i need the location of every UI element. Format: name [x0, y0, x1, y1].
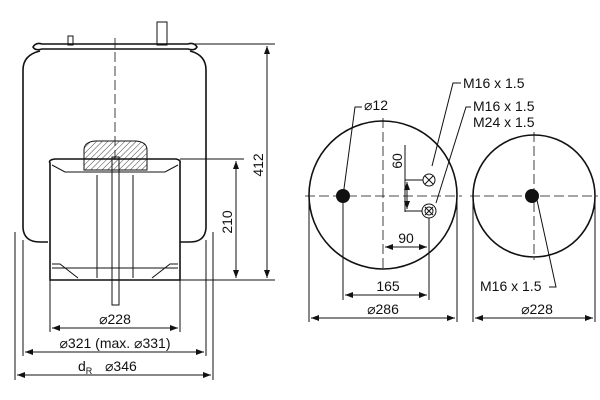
thread-label-3: M24 x 1.5: [473, 114, 535, 130]
dim-dia-228-base: ⌀228: [521, 301, 553, 317]
hole-dia-label: ⌀12: [364, 97, 388, 113]
piston: [48, 158, 181, 281]
bottom-view: M16 x 1.5 ⌀228: [470, 132, 598, 322]
bellow-outline: [22, 50, 207, 243]
dim-60: 60: [389, 153, 405, 169]
bump-stop: [83, 140, 148, 171]
base-stud-hole: [525, 189, 539, 203]
dim-dia-286: ⌀286: [367, 301, 399, 317]
dim-dr: dR: [78, 358, 93, 376]
dim-210: 210: [219, 210, 235, 234]
thread-label-2: M16 x 1.5: [473, 98, 535, 114]
air-connection-symbol: [422, 173, 436, 187]
dim-dia-321: ⌀321 (max. ⌀331): [59, 335, 170, 351]
dim-dia-346: ⌀346: [105, 358, 137, 374]
dim-dia-228: ⌀228: [99, 311, 131, 327]
top-plate-view: ⌀12 M16 x 1.5 M16 x 1.5 M24 x 1.5 60 90 …: [305, 75, 535, 322]
thread-label-1: M16 x 1.5: [463, 75, 525, 91]
side-view: 412 210 ⌀228 ⌀321 (max. ⌀331) dR ⌀346: [14, 21, 275, 380]
air-fitting: [156, 21, 168, 46]
center-rod: [111, 156, 120, 306]
top-plate: [32, 42, 198, 51]
dim-412: 412: [250, 153, 266, 177]
dim-165: 165: [376, 278, 400, 294]
stud-small: [67, 35, 74, 46]
stud-symbol: [421, 203, 437, 219]
dim-90: 90: [398, 230, 414, 246]
base-thread-label: M16 x 1.5: [480, 278, 542, 294]
